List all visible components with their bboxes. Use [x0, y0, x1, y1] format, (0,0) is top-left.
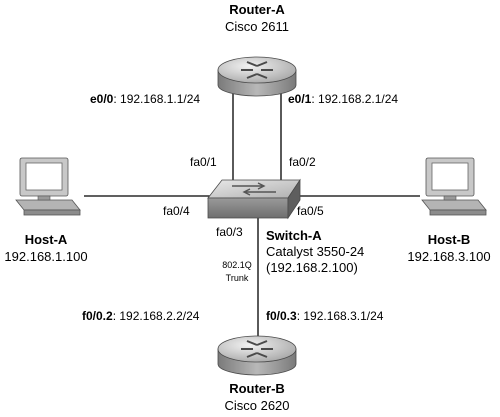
router-a-e01-addr: : 192.168.2.1/24 — [311, 92, 398, 106]
host-a-name: Host-A — [25, 232, 68, 247]
port-fa01-label: fa0/1 — [190, 155, 217, 169]
port-fa05-label: fa0/5 — [297, 204, 324, 218]
router-a-icon — [217, 56, 297, 97]
host-b-pc-icon — [421, 157, 487, 216]
router-b-name: Router-B — [229, 381, 285, 396]
port-fa03-label: fa0/3 — [216, 225, 243, 239]
host-b-name: Host-B — [428, 232, 471, 247]
switch-a-ip: (192.168.2.100) — [266, 260, 358, 275]
router-b-f003-addr: : 192.168.3.1/24 — [297, 309, 384, 323]
host-a-ip: 192.168.1.100 — [4, 249, 87, 264]
host-b-ip: 192.168.3.100 — [407, 249, 490, 264]
router-a-name: Router-A — [229, 2, 285, 17]
router-a-e01-iface: e0/1 — [288, 92, 312, 106]
switch-a-name: Switch-A — [266, 228, 322, 243]
router-b-f003-iface: f0/0.3 — [266, 309, 297, 323]
connections — [84, 86, 420, 338]
trunk-label-line1: 802.1Q — [222, 260, 252, 270]
router-b-f002-label: f0/0.2: 192.168.2.2/24 — [82, 309, 200, 323]
router-a-e01-label: e0/1: 192.168.2.1/24 — [288, 92, 398, 106]
host-a-pc-icon — [15, 157, 81, 216]
trunk-label-line2: Trunk — [226, 273, 249, 283]
switch-a-model: Catalyst 3550-24 — [266, 244, 364, 259]
router-b-f002-iface: f0/0.2 — [82, 309, 113, 323]
switch-a-icon — [207, 178, 301, 220]
port-fa02-label: fa0/2 — [289, 155, 316, 169]
router-a-e00-label: e0/0: 192.168.1.1/24 — [90, 92, 200, 106]
router-a-e00-iface: e0/0 — [90, 92, 114, 106]
router-b-icon — [217, 335, 297, 376]
router-a-e00-addr: : 192.168.1.1/24 — [113, 92, 200, 106]
router-b-f003-label: f0/0.3: 192.168.3.1/24 — [266, 309, 384, 323]
port-fa04-label: fa0/4 — [163, 204, 190, 218]
router-a-model: Cisco 2611 — [225, 19, 289, 34]
router-b-f002-addr: : 192.168.2.2/24 — [113, 309, 200, 323]
router-b-model: Cisco 2620 — [224, 398, 289, 413]
